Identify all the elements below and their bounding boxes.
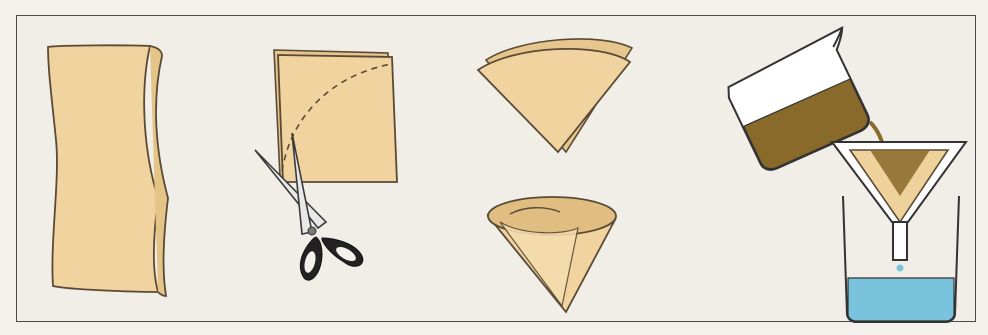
folded-square-with-cut-line	[274, 50, 397, 182]
folded-paper-sheet	[48, 45, 168, 296]
folded-quarter-fan	[478, 39, 632, 152]
opened-filter-cone	[488, 197, 616, 312]
funnel-icon	[832, 142, 966, 260]
